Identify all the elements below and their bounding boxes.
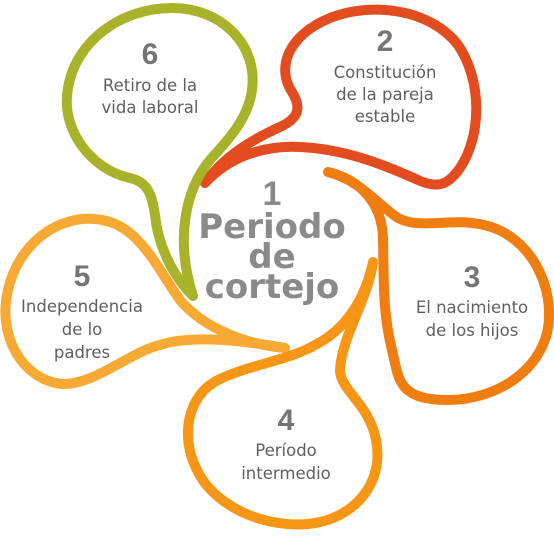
stage-4-intermedio xyxy=(182,257,383,530)
stage-6-text: 6 Retiro de la vida laboral xyxy=(102,38,199,117)
stage-3-label-line-2: de los hijos xyxy=(426,321,519,340)
stage-6-label-line-2: vida laboral xyxy=(102,98,199,117)
stage-3-number: 3 xyxy=(464,261,481,294)
stage-2-label-line-1: Constitución xyxy=(334,63,437,82)
center-label-line-3: cortejo xyxy=(205,267,340,307)
stage-4-label-line-1: Período xyxy=(255,441,317,460)
stage-5-label-line-3: padres xyxy=(54,343,110,362)
stage-6-label-line-1: Retiro de la xyxy=(103,76,197,95)
stage-2-constitucion xyxy=(200,4,482,190)
stage-6-bubble xyxy=(61,3,258,301)
stage-4-bubble xyxy=(182,257,383,530)
stage-4-text: 4 Período intermedio xyxy=(241,404,331,483)
stage-2-label-line-2: de la pareja xyxy=(336,85,434,104)
stage-5-bubble xyxy=(0,213,290,390)
stage-3-label-line-1: El nacimiento xyxy=(416,298,528,317)
center-stage: 1 Periodo de cortejo xyxy=(198,175,345,307)
stage-6-retiro xyxy=(61,3,258,301)
center-label-line-2: de xyxy=(248,237,295,277)
stage-3-text: 3 El nacimiento de los hijos xyxy=(416,261,528,340)
stage-4-number: 4 xyxy=(278,404,295,437)
stage-6-number: 6 xyxy=(142,38,159,71)
stage-2-number: 2 xyxy=(377,25,394,58)
stage-3-nacimiento xyxy=(323,167,554,405)
stage-3-bubble xyxy=(323,167,554,405)
center-number: 1 xyxy=(263,175,282,213)
stage-2-text: 2 Constitución de la pareja estable xyxy=(334,25,437,126)
stage-4-label-line-2: intermedio xyxy=(241,464,331,483)
stage-2-bubble xyxy=(200,4,482,190)
stage-5-number: 5 xyxy=(74,260,91,293)
stage-2-label-line-3: estable xyxy=(355,107,416,126)
stage-5-label-line-2: de lo xyxy=(62,320,103,339)
stage-5-independencia xyxy=(0,213,290,390)
stage-5-label-line-1: Independencia xyxy=(21,297,143,316)
stage-5-text: 5 Independencia de lo padres xyxy=(21,260,143,362)
center-label-line-1: Periodo xyxy=(198,207,345,247)
